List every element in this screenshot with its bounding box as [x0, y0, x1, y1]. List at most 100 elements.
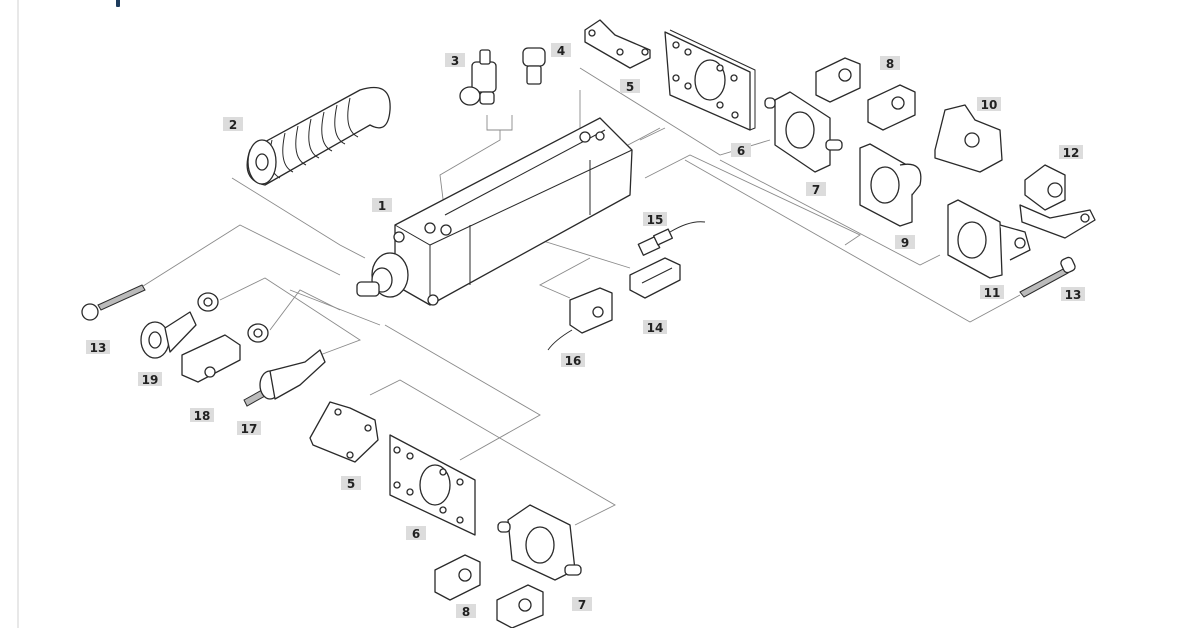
label-box	[880, 56, 900, 70]
label-text: 13	[90, 341, 107, 355]
label-box	[445, 53, 465, 67]
label-text: 12	[1063, 146, 1080, 160]
label-8-bottom: 8	[456, 604, 476, 619]
part-13-bolt-right	[1019, 256, 1076, 298]
part-4-fitting	[522, 47, 546, 85]
part-18-rod-clevis	[181, 334, 241, 383]
label-box	[456, 604, 476, 618]
label-box	[980, 285, 1004, 299]
part-10-clevis-foot	[934, 104, 1003, 173]
label-text: 9	[901, 236, 909, 250]
cutoff-title-glyph	[116, 0, 120, 7]
part-8-trunnion-support-top	[815, 57, 861, 103]
part-11-swivel-flange	[947, 199, 1031, 279]
label-19: 19	[138, 372, 162, 387]
label-text: 8	[886, 57, 894, 71]
label-box	[372, 198, 392, 212]
label-box	[643, 212, 667, 226]
part-15-proximity-sensor	[637, 221, 706, 256]
label-text: 16	[565, 354, 582, 368]
part-1-cylinder	[356, 117, 633, 306]
label-text: 5	[626, 80, 634, 94]
label-17: 17	[237, 421, 261, 436]
label-text: 5	[347, 477, 355, 491]
part-6-flange-plate-bottom	[389, 434, 476, 536]
part-7-swivel-flange-top	[764, 91, 843, 173]
part-16-sensor-bracket	[547, 287, 613, 351]
part-3-flow-control-valve	[459, 49, 497, 106]
label-13-left: 13	[86, 340, 110, 355]
label-box	[572, 597, 592, 611]
label-4: 4	[551, 43, 571, 58]
label-box	[138, 372, 162, 386]
label-text: 2	[229, 118, 237, 132]
nut-1	[197, 292, 219, 312]
part-5-foot-mounting-bottom	[309, 401, 379, 463]
label-text: 15	[647, 213, 664, 227]
label-box	[806, 182, 826, 196]
label-13-right: 13	[1061, 287, 1085, 302]
label-text: 6	[737, 144, 745, 158]
part-19-rod-eye	[140, 311, 197, 359]
label-text: 3	[451, 54, 459, 68]
label-text: 10	[981, 98, 998, 112]
label-box	[561, 353, 585, 367]
label-box	[341, 476, 361, 490]
label-box	[977, 97, 1001, 111]
label-3: 3	[445, 53, 465, 68]
label-5-bottom: 5	[341, 476, 361, 491]
label-text: 11	[984, 286, 1001, 300]
label-text: 6	[412, 527, 420, 541]
label-15: 15	[643, 212, 667, 227]
part-8-trunnion-support-bottom-2	[496, 584, 544, 628]
label-2: 2	[223, 117, 243, 132]
label-box	[643, 320, 667, 334]
label-box	[237, 421, 261, 435]
part-9-rear-flange-pivot	[859, 143, 922, 227]
part-6-flange-plate-top	[664, 29, 756, 131]
frame-border	[17, 0, 19, 628]
label-text: 7	[578, 598, 586, 612]
label-18: 18	[190, 408, 214, 423]
label-11: 11	[980, 285, 1004, 300]
label-box	[190, 408, 214, 422]
part-7-swivel-flange-bottom	[497, 504, 582, 581]
label-text: 7	[812, 183, 820, 197]
nut-2	[247, 323, 269, 343]
label-text: 8	[462, 605, 470, 619]
part-8-trunnion-support-top-2	[867, 84, 916, 131]
leader-lines	[139, 44, 1021, 526]
label-5-top: 5	[620, 79, 640, 94]
label-8-top: 8	[880, 56, 900, 71]
part-17-self-aligning-coupler	[243, 349, 326, 407]
label-box	[223, 117, 243, 131]
label-14: 14	[643, 320, 667, 335]
label-box	[1061, 287, 1085, 301]
label-text: 13	[1065, 288, 1082, 302]
label-10: 10	[977, 97, 1001, 112]
label-text: 19	[142, 373, 159, 387]
label-16: 16	[561, 353, 585, 368]
part-2-bellows	[246, 86, 391, 186]
part-12-clevis-bracket	[1019, 164, 1096, 239]
label-box	[551, 43, 571, 57]
label-6-top: 6	[731, 143, 751, 158]
label-box	[406, 526, 426, 540]
label-text: 18	[194, 409, 211, 423]
label-box	[895, 235, 915, 249]
part-13-bolt-left	[81, 284, 146, 321]
label-box	[731, 143, 751, 157]
label-box	[86, 340, 110, 354]
label-6-bottom: 6	[406, 526, 426, 541]
label-text: 14	[647, 321, 664, 335]
part-labels: 1 2 3 4 5 5 6 6 7 7 8 8 9 10 11 12 13 13…	[86, 43, 1085, 619]
label-1: 1	[372, 198, 392, 213]
label-box	[1059, 145, 1083, 159]
label-text: 4	[557, 44, 565, 58]
label-text: 17	[241, 422, 258, 436]
label-7-bottom: 7	[572, 597, 592, 612]
label-box	[620, 79, 640, 93]
part-5-foot-mounting-top	[584, 19, 651, 69]
label-9: 9	[895, 235, 915, 250]
